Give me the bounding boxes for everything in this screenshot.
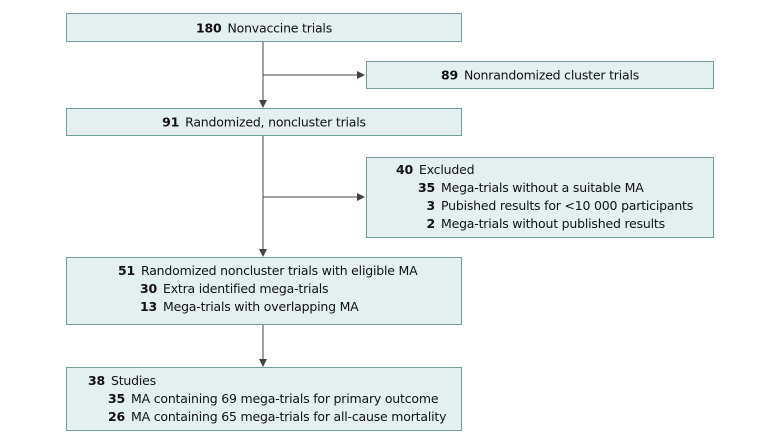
item-label: Pubished results for <10 000 participant…: [441, 198, 694, 213]
studies-item: 26 MA containing 65 mega-trials for all-…: [67, 408, 461, 426]
excluded-item: 35 Mega-trials without a suitable MA: [367, 179, 713, 197]
item-label: Mega-trials without a suitable MA: [441, 180, 644, 195]
item-label: MA containing 65 mega-trials for all-cau…: [131, 409, 447, 424]
box-randomized-noncluster-trials: 91 Randomized, noncluster trials: [66, 108, 462, 136]
studies-item: 35 MA containing 69 mega-trials for prim…: [67, 390, 461, 408]
item-count: 35: [418, 180, 435, 195]
item-count: 3: [426, 198, 436, 213]
excluded-item: 2 Mega-trials without published results: [367, 215, 713, 233]
node-count: 91: [162, 114, 180, 130]
node-count: 38: [88, 373, 105, 388]
item-label: Mega-trials without published results: [441, 216, 665, 231]
item-label: Extra identified mega-trials: [163, 281, 329, 296]
box-nonvaccine-trials: 180 Nonvaccine trials: [66, 13, 462, 42]
box-nonrandomized-cluster-trials: 89 Nonrandomized cluster trials: [366, 61, 714, 89]
node-label: Excluded: [419, 162, 475, 177]
node-count: 40: [396, 162, 413, 177]
excluded-item: 3 Pubished results for <10 000 participa…: [367, 197, 713, 215]
node-count: 89: [440, 67, 458, 83]
studies-header: 38 Studies: [67, 372, 461, 390]
node-label: Randomized, noncluster trials: [185, 114, 366, 130]
item-count: 35: [108, 391, 125, 406]
eligible-item: 13 Mega-trials with overlapping MA: [67, 298, 461, 316]
item-label: Mega-trials with overlapping MA: [163, 299, 359, 314]
box-excluded: 40 Excluded 35 Mega-trials without a sui…: [366, 157, 714, 238]
item-count: 13: [140, 299, 157, 314]
node-label: Nonvaccine trials: [227, 20, 333, 35]
excluded-header: 40 Excluded: [367, 161, 713, 179]
box-eligible-ma: 51 Randomized noncluster trials with eli…: [66, 257, 462, 325]
node-label: Nonrandomized cluster trials: [463, 67, 640, 83]
item-count: 30: [140, 281, 157, 296]
item-label: MA containing 69 mega-trials for primary…: [131, 391, 439, 406]
node-count: 180: [195, 20, 222, 35]
node-count: 51: [118, 263, 135, 278]
eligible-header: 51 Randomized noncluster trials with eli…: [67, 262, 461, 280]
box-studies: 38 Studies 35 MA containing 69 mega-tria…: [66, 367, 462, 431]
node-label: Studies: [111, 373, 156, 388]
item-count: 2: [426, 216, 436, 231]
node-label: Randomized noncluster trials with eligib…: [141, 263, 418, 278]
item-count: 26: [108, 409, 125, 424]
eligible-item: 30 Extra identified mega-trials: [67, 280, 461, 298]
